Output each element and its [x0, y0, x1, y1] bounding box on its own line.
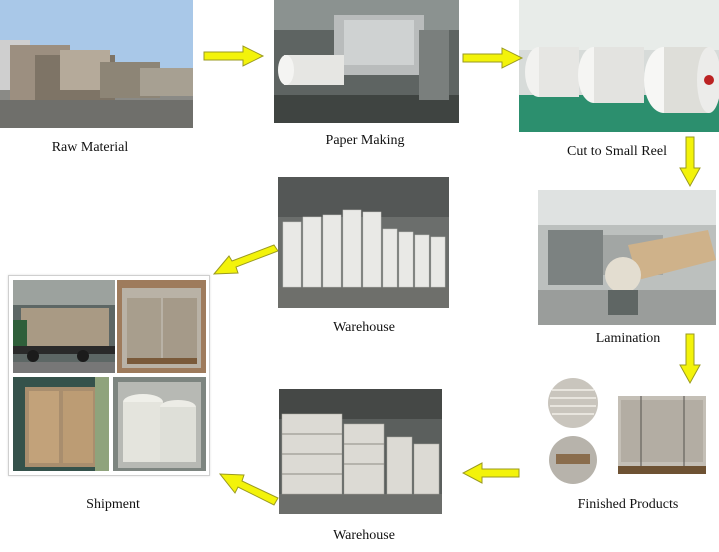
arrow-diagonal-lower [218, 473, 279, 506]
warehouse-lower-label: Warehouse [333, 528, 395, 543]
shipment-container-pallets-photo [117, 280, 206, 373]
shipment-label: Shipment [86, 497, 140, 512]
raw-material-label: Raw Material [51, 140, 129, 155]
warehouse-upper-label: Warehouse [333, 320, 395, 335]
arrow-right-1 [203, 45, 265, 67]
warehouse-upper-photo [278, 177, 449, 308]
arrow-down-1 [679, 136, 701, 188]
paper-making-label: Paper Making [325, 133, 405, 148]
shipment-collage [8, 275, 210, 476]
finished-products-label: Finished Products [577, 497, 679, 512]
shipment-container-rolls-photo [113, 377, 206, 471]
cut-to-small-reel-photo [519, 0, 719, 132]
arrow-left-1 [462, 462, 520, 484]
lamination-photo [538, 190, 716, 325]
shipment-truck-photo [13, 280, 115, 373]
cut-to-small-reel-label: Cut to Small Reel [567, 144, 667, 159]
paper-making-photo [274, 0, 459, 123]
warehouse-lower-photo [279, 389, 442, 514]
arrow-diagonal-upper [212, 244, 278, 275]
shipment-container-boxes-photo [13, 377, 109, 471]
finished-products-photo [546, 376, 716, 484]
arrow-right-2 [462, 47, 524, 69]
raw-material-photo [0, 0, 193, 128]
lamination-label: Lamination [595, 331, 661, 346]
arrow-down-2 [679, 333, 701, 385]
